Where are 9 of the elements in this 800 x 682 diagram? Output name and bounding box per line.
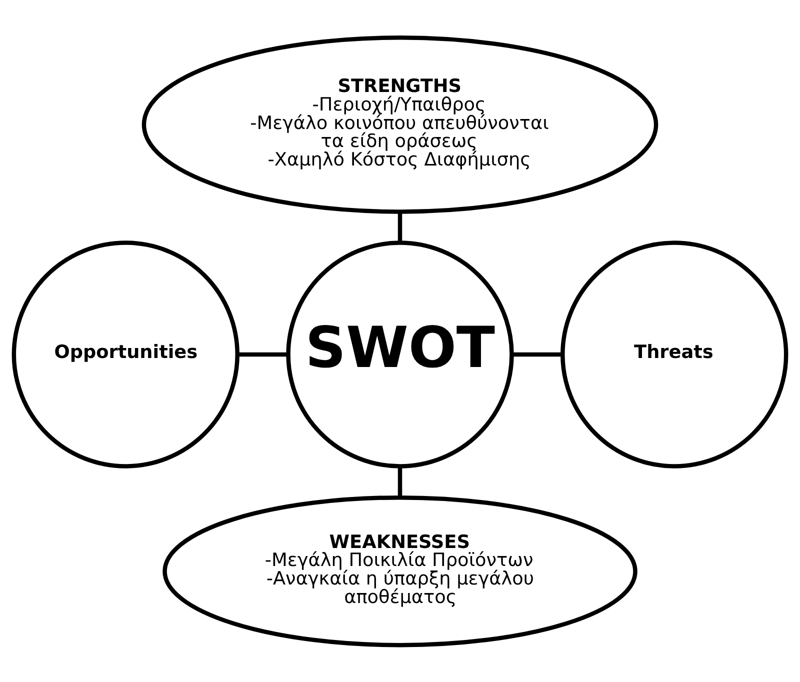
connector xyxy=(238,352,288,356)
node-circle: Opportunities xyxy=(12,240,240,468)
node-ellipse: STRENGTHS -Περιοχή/Υπαιθρος -Μεγάλο κοινόπου απευθύνονται τα είδη οράσεως -Χαμηλό Κόστος Διαφήμισης xyxy=(142,35,658,214)
node-ellipse: WEAKNESSES -Μεγάλη Ποικιλία Προϊόντων -Αναγκαία η ύπαρξη μεγάλου αποθέματος xyxy=(162,494,638,647)
node-circle: Threats xyxy=(560,240,788,468)
node-circle: SWOT xyxy=(286,240,514,468)
connector xyxy=(512,352,562,356)
connector xyxy=(398,211,402,242)
connector xyxy=(398,466,402,496)
